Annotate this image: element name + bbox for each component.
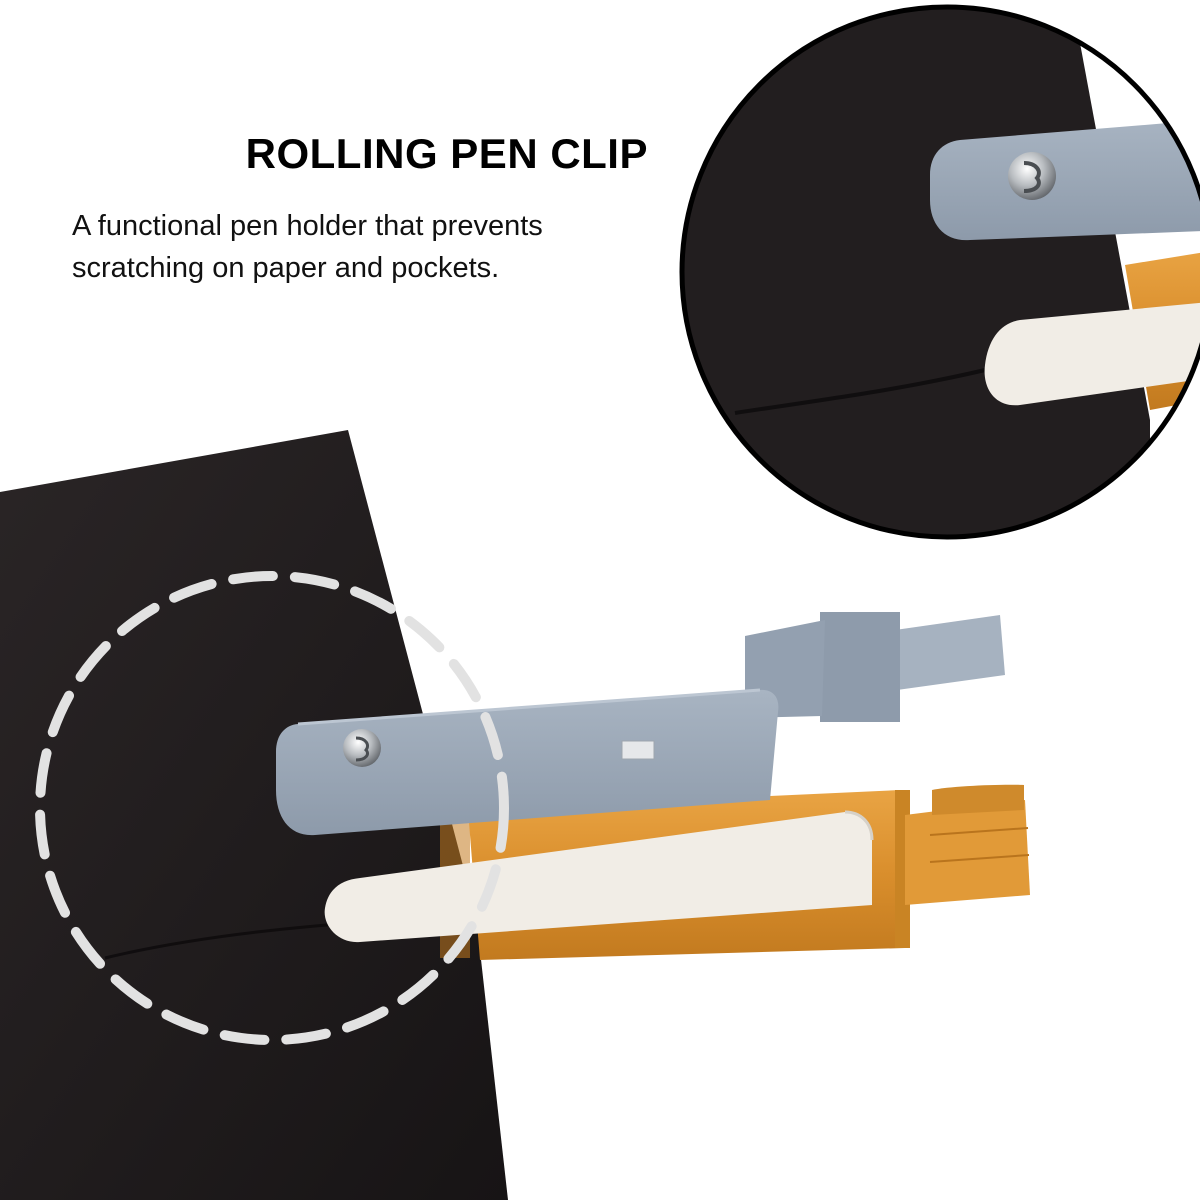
description: A functional pen holder that prevents sc…: [72, 205, 692, 289]
dashed-highlight-circle: [35, 571, 509, 1045]
rivet-icon: [343, 729, 381, 767]
white-pen-clip: [324, 810, 874, 943]
description-line-2: scratching on paper and pockets.: [72, 252, 500, 284]
headline: ROLLING PEN CLIP: [245, 130, 648, 177]
rolling-pen-clip: [276, 612, 1005, 836]
zoom-rivet-icon: [1008, 152, 1056, 200]
description-line-1: A functional pen holder that prevents: [72, 210, 543, 242]
zoom-inset: [679, 4, 1200, 540]
